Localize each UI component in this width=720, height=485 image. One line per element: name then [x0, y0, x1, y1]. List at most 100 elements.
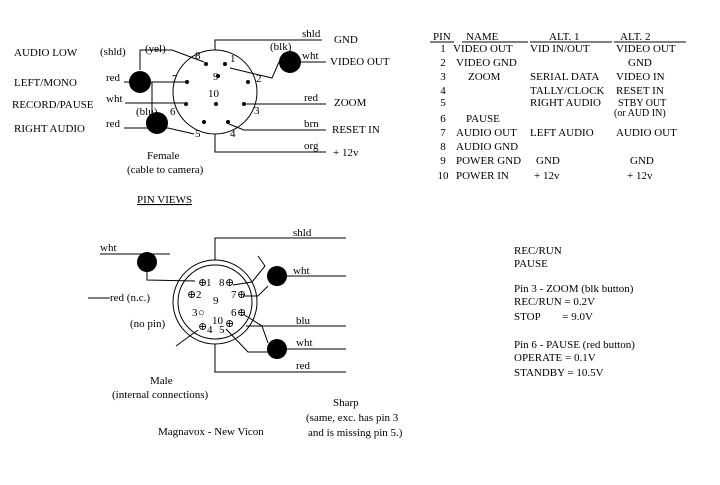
female-brn-wire	[228, 123, 326, 131]
male-pin-7-label: ⊕	[237, 289, 246, 301]
female-wire-shld-left: (shld)	[100, 46, 126, 58]
male-wire-wht-left: wht	[100, 242, 117, 254]
table-header-alt2: ALT. 2	[620, 31, 651, 43]
female-wire-shld-top: shld	[302, 28, 321, 40]
note-pin3-title: Pin 3 - ZOOM (blk button)	[514, 283, 634, 295]
table-row-1-name: VIDEO GND	[456, 57, 517, 69]
table-row-10-pin: 10	[438, 170, 450, 182]
female-wire-red2: red	[106, 118, 121, 130]
table-row-2-alt1: SERIAL DATA	[530, 71, 599, 83]
table-row-0-alt1: VID IN/OUT	[530, 43, 590, 55]
table-row-0-alt2: VIDEO OUT	[616, 43, 676, 55]
female-wire-yel: (yel)	[145, 43, 166, 55]
female-label-left-mono: LEFT/MONO	[14, 77, 77, 89]
table-row-9-alt2: GND	[630, 155, 654, 167]
female-pin-1-label: 1	[230, 53, 236, 65]
male-pin-8-num: 8	[219, 277, 225, 289]
female-pin-9-dot	[216, 74, 220, 78]
male-pin6-lead	[242, 313, 269, 344]
male-pin-9-num: 9	[213, 295, 219, 307]
sharp-label: Sharp	[333, 397, 359, 409]
note-pin3-recrun: REC/RUN = 0.2V	[514, 296, 595, 308]
table-row-1-alt2: GND	[628, 57, 652, 69]
female-pin-2-label: 2	[256, 73, 262, 85]
table-row-9-alt1: GND	[536, 155, 560, 167]
table-row-7-alt1: LEFT AUDIO	[530, 127, 594, 139]
male-caption-sub: (internal connections)	[112, 389, 209, 401]
male-red-wire	[214, 344, 346, 373]
female-label-right-audio: RIGHT AUDIO	[14, 123, 85, 135]
female-shld-top-wire	[214, 39, 322, 50]
female-pin-10-label: 10	[208, 88, 220, 100]
table-row-3-pin: 4	[440, 85, 446, 97]
female-wire-red1: red	[106, 72, 121, 84]
female-pin-6-dot	[184, 102, 188, 106]
table-row-10-name: POWER IN	[456, 170, 509, 182]
table-row-10-alt2: + 12v	[627, 170, 653, 182]
female-label-audio-low: AUDIO LOW	[14, 47, 78, 59]
male-wire-red-nc: red (n.c.)	[110, 292, 150, 304]
male-pin-4-num: 4	[207, 324, 213, 336]
male-caption: Male	[150, 375, 173, 387]
male-pin4-lead	[175, 329, 199, 347]
female-wire-blu: (blu)	[136, 106, 158, 118]
male-wire-no-pin: (no pin)	[130, 318, 165, 330]
note-pin6-operate: OPERATE = 0.1V	[514, 352, 596, 364]
male-pin-3-label: ○	[198, 307, 205, 319]
female-pin-1-dot	[223, 62, 227, 66]
table-row-8-pin: 8	[440, 141, 446, 153]
male-pin-2-num: 2	[196, 289, 202, 301]
male-pin-2-label: ⊕	[187, 289, 196, 301]
female-wire-red-right: red	[304, 92, 319, 104]
female-yel-wire	[140, 49, 205, 63]
male-wire-wht1: wht	[293, 265, 310, 277]
table-row-7-pin: 7	[440, 127, 446, 139]
male-pin-1-num: 1	[206, 277, 212, 289]
male-shield-left	[137, 252, 157, 272]
table-row-1-pin: 2	[440, 57, 446, 69]
table-row-8-name: AUDIO GND	[456, 141, 518, 153]
table-header-alt1: ALT. 1	[549, 31, 580, 43]
female-label-reset-in: RESET IN	[332, 124, 380, 136]
female-pin-7-label: 7	[172, 73, 178, 85]
female-label-video-out: VIDEO OUT	[330, 56, 390, 68]
note-pin6-title: Pin 6 - PAUSE (red button)	[514, 339, 635, 351]
table-row-2-name: ZOOM	[468, 71, 501, 83]
table-row-2-alt2: VIDEO IN	[616, 71, 665, 83]
male-pin-6-num: 6	[231, 307, 237, 319]
table-row-4-pin: 5	[440, 97, 446, 109]
female-pin-5-label: 5	[195, 128, 201, 140]
male-connector: ⊕ 1 ⊕ 2 3 ○ ⊕ 4 5 ⊕ 6 ⊕ 7 ⊕ 8 ⊕ 9 10	[88, 227, 403, 439]
female-org-wire	[214, 134, 326, 153]
table-row-2-pin: 3	[440, 71, 446, 83]
table-row-0-pin: 1	[440, 43, 446, 55]
female-pin-10-dot	[214, 102, 218, 106]
table-row-4-alt1: RIGHT AUDIO	[530, 97, 601, 109]
female-label-zoom: ZOOM	[334, 97, 367, 109]
table-row-6-name: PAUSE	[466, 113, 500, 125]
female-pin-7-dot	[185, 80, 189, 84]
female-pin-4-dot	[226, 120, 230, 124]
table-row-7-alt2: AUDIO OUT	[616, 127, 677, 139]
male-wire-shld: shld	[293, 227, 312, 239]
male-connector-rim	[177, 264, 253, 340]
male-pin-3-num: 3	[192, 307, 198, 319]
male-pin8-lead	[232, 255, 266, 286]
female-caption: Female	[147, 150, 179, 162]
female-wire-wht: wht	[106, 93, 123, 105]
table-row-4-alt2: STBY OUT	[618, 98, 666, 109]
male-pin-8-label: ⊕	[225, 277, 234, 289]
female-pin-8-label: 8	[195, 50, 201, 62]
female-wire-org: org	[304, 140, 319, 152]
table-row-9-pin: 9	[440, 155, 446, 167]
sharp-note-2: and is missing pin 5.)	[308, 427, 403, 439]
male-pin-5-label: ⊕	[225, 318, 234, 330]
male-pin-1-label: ⊕	[198, 277, 207, 289]
note-pause: PAUSE	[514, 258, 548, 270]
male-pin-4-label: ⊕	[198, 321, 207, 333]
table-row-10-alt1: + 12v	[534, 170, 560, 182]
magnavox-label: Magnavox - New Vicon	[158, 426, 264, 438]
male-pin-10-num: 10	[212, 315, 224, 327]
